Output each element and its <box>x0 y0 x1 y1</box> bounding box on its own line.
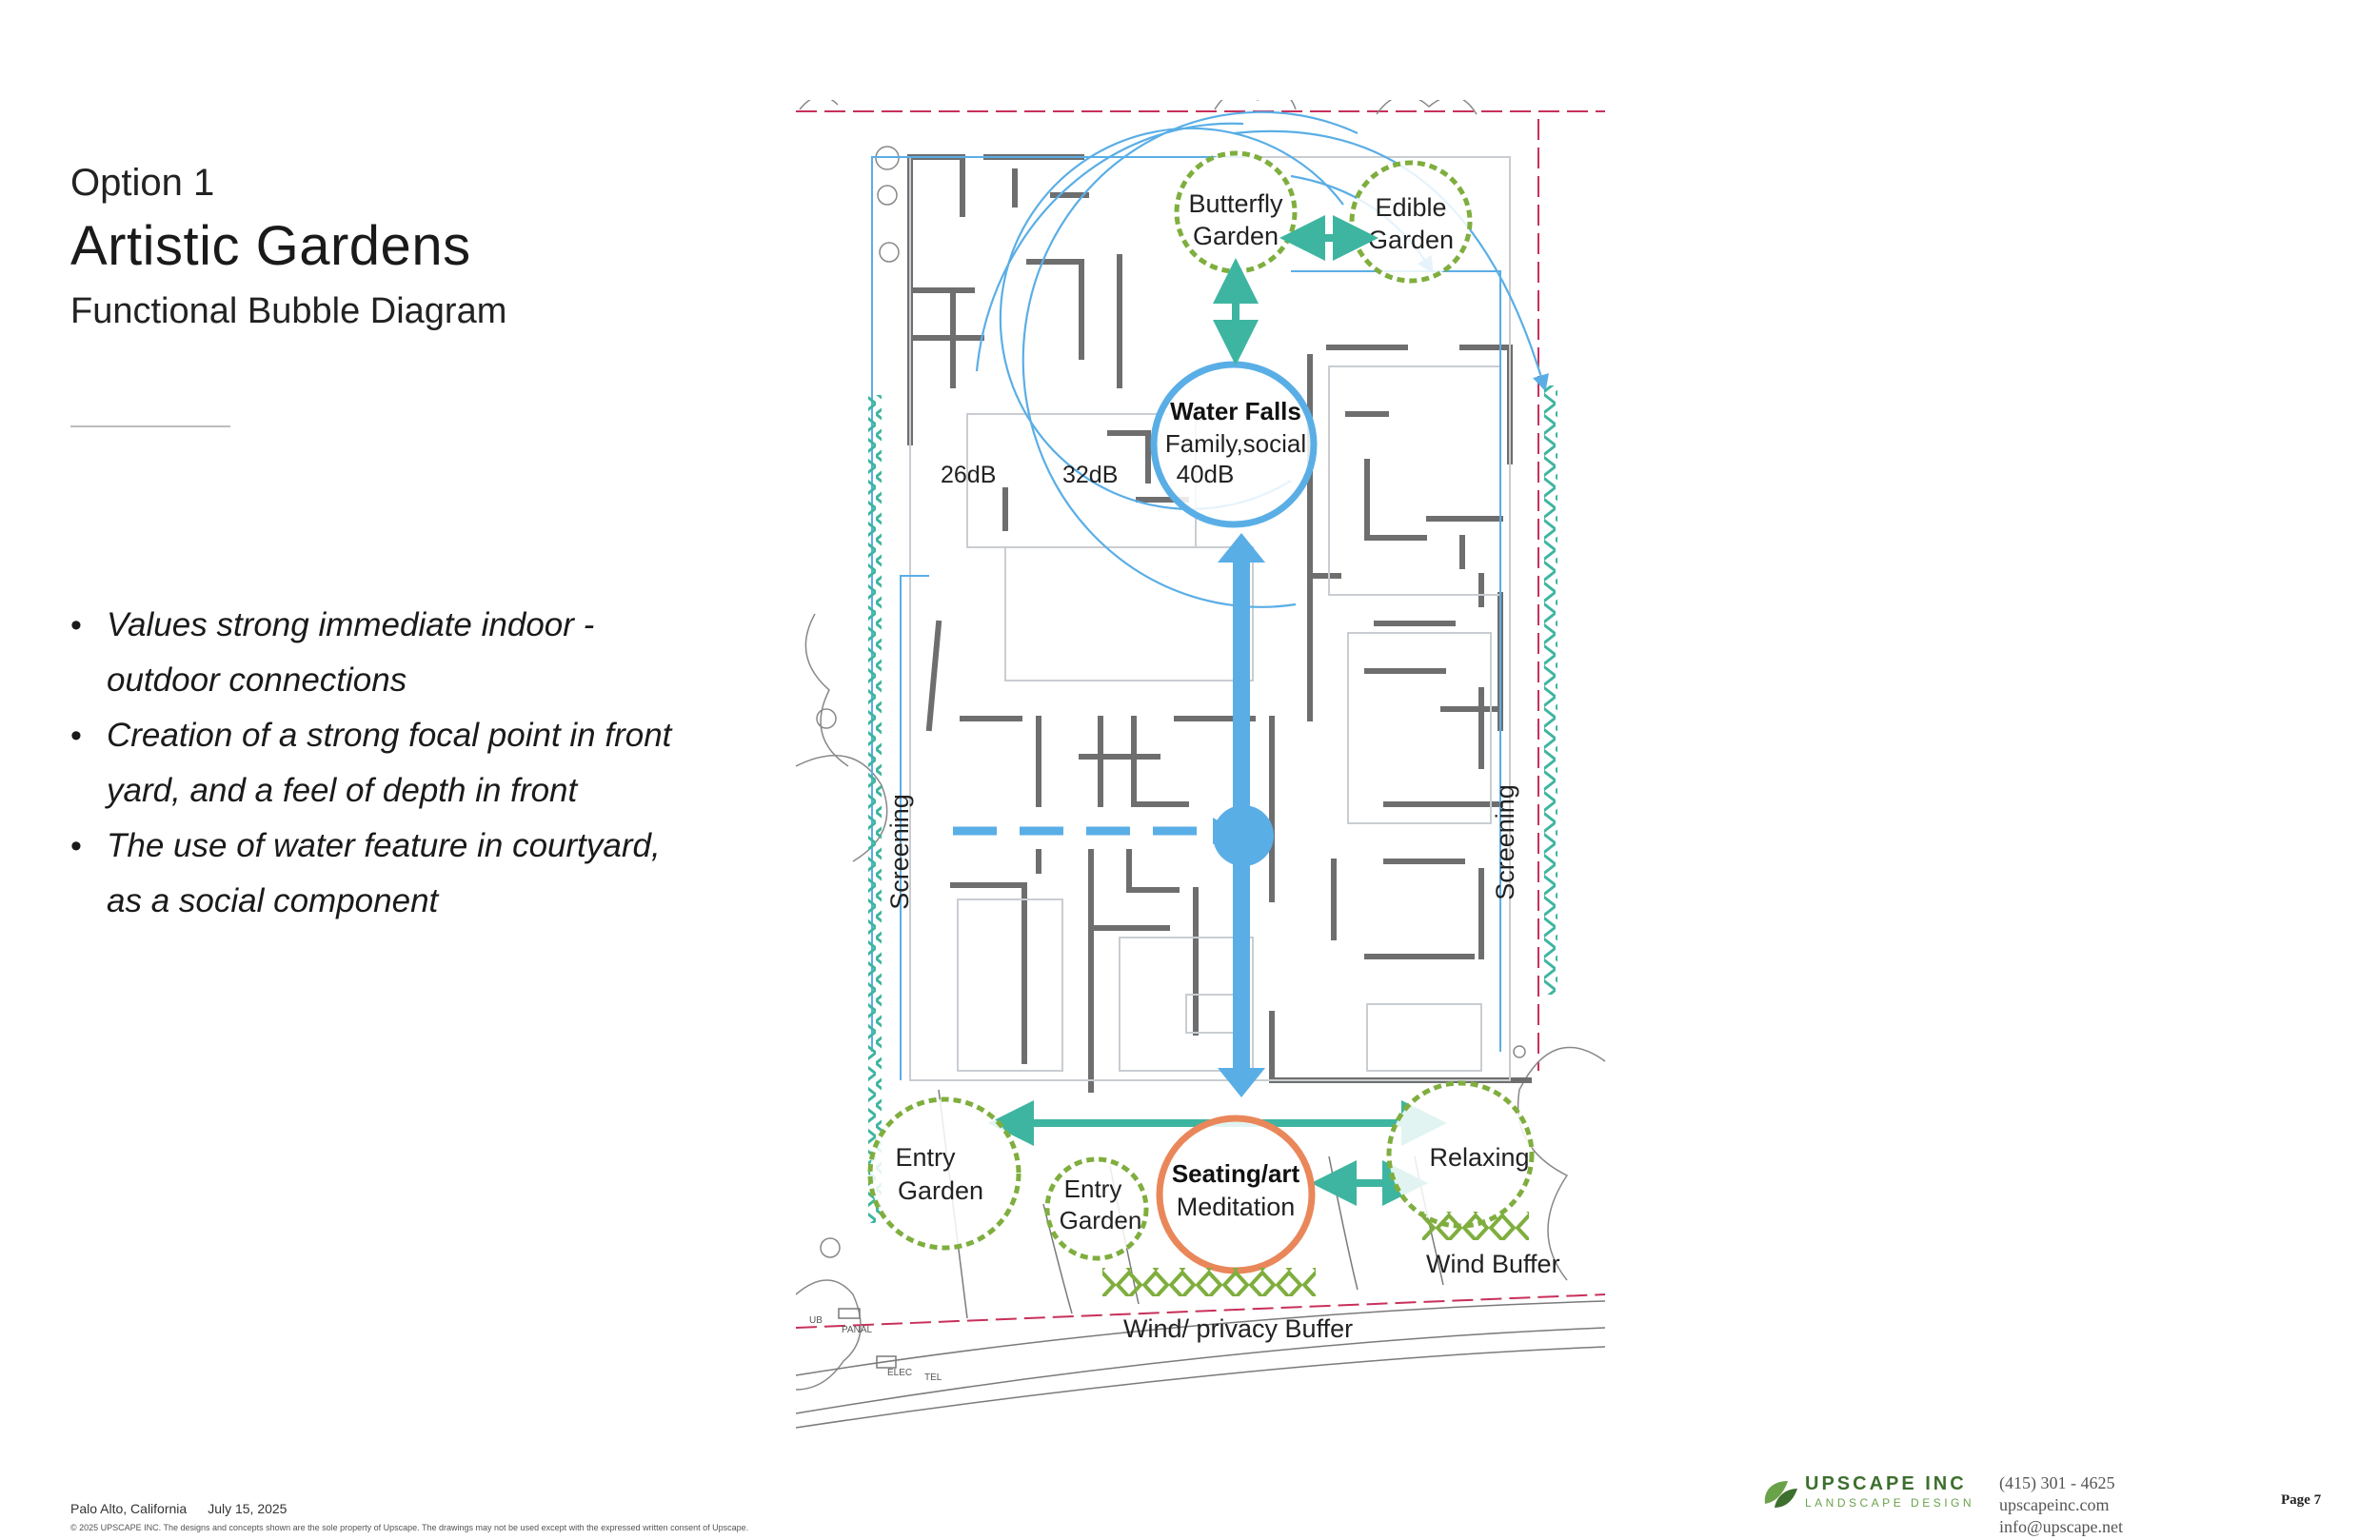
svg-text:Meditation: Meditation <box>1177 1193 1296 1221</box>
label-elec: ELEC <box>887 1368 912 1378</box>
screening-left-hatch <box>868 395 882 1223</box>
svg-text:Water Falls: Water Falls <box>1170 397 1301 425</box>
bullet-item: The use of water feature in courtyard, a… <box>70 819 680 929</box>
main-axis-arrow <box>1213 533 1274 1097</box>
site-plan-diagram: UB PANAL ELEC TEL Screening Screening 26… <box>796 100 1606 1429</box>
bullet-list: Values strong immediate indoor - outdoor… <box>70 598 680 929</box>
svg-text:Family,social: Family,social <box>1165 429 1306 458</box>
floor-plan-light <box>909 156 1511 1081</box>
noise-label-26db: 26dB <box>941 462 996 488</box>
edible-garden-bubble: Edible Garden <box>1349 160 1473 284</box>
wind-privacy-hedge <box>1102 1268 1316 1296</box>
svg-text:Garden: Garden <box>1193 222 1279 250</box>
wind-privacy-label: Wind/ privacy Buffer <box>1123 1314 1353 1343</box>
email-link[interactable]: info@upscape.net <box>1999 1517 2124 1536</box>
svg-text:Garden: Garden <box>1060 1206 1142 1234</box>
svg-text:Butterfly: Butterfly <box>1188 189 1283 218</box>
svg-text:Edible: Edible <box>1375 193 1446 222</box>
entry-garden-left-bubble: Entry Garden <box>867 1096 1021 1251</box>
label-panal: PANAL <box>842 1325 872 1335</box>
title-block: Option 1 Artistic Gardens Functional Bub… <box>70 162 661 332</box>
screening-right-label: Screening <box>1491 784 1519 900</box>
entry-garden-mid-bubble: Entry Garden <box>1044 1156 1149 1261</box>
svg-text:Seating/art: Seating/art <box>1172 1159 1300 1188</box>
label-tel: TEL <box>924 1372 942 1383</box>
site-labels: UB PANAL ELEC TEL <box>809 1315 942 1383</box>
svg-text:Entry: Entry <box>1064 1175 1122 1203</box>
company-name: UPSCAPE INC <box>1805 1473 1967 1494</box>
option-label: Option 1 <box>70 162 215 204</box>
floor-plan <box>907 154 1532 1093</box>
svg-text:Entry: Entry <box>895 1143 956 1172</box>
butterfly-garden-bubble: Butterfly Garden <box>1174 150 1298 274</box>
wind-buffer-hedge <box>1422 1212 1529 1240</box>
wind-buffer-label: Wind Buffer <box>1426 1250 1560 1278</box>
company-tagline: LANDSCAPE DESIGN <box>1805 1496 1975 1510</box>
page-number: Page 7 <box>2281 1492 2322 1508</box>
company-logo: UPSCAPE INC LANDSCAPE DESIGN <box>1759 1473 1988 1515</box>
page-title: Artistic Gardens <box>70 215 471 277</box>
noise-label-32db: 32dB <box>1062 462 1118 488</box>
relaxing-bubble: Relaxing <box>1386 1080 1535 1229</box>
dashed-arrow <box>953 818 1236 844</box>
page-subtitle: Functional Bubble Diagram <box>70 291 507 331</box>
svg-text:Relaxing: Relaxing <box>1429 1143 1529 1172</box>
web-link[interactable]: upscapeinc.com <box>1999 1495 2110 1514</box>
bullet-item: Creation of a strong focal point in fron… <box>70 708 680 819</box>
screening-right-hatch <box>1544 385 1557 995</box>
contact-block: (415) 301 - 4625 upscapeinc.com info@ups… <box>1999 1472 2123 1538</box>
circulation-outline <box>871 156 1501 1080</box>
location-text: Palo Alto, California <box>70 1501 188 1516</box>
property-line <box>796 110 1606 1329</box>
water-falls-bubble: Water Falls Family,social 40dB <box>1150 361 1318 528</box>
leaf-icon <box>1764 1481 1797 1508</box>
label-ub: UB <box>809 1315 823 1326</box>
divider <box>70 425 230 427</box>
bullet-item: Values strong immediate indoor - outdoor… <box>70 598 680 708</box>
svg-text:Garden: Garden <box>1368 226 1454 254</box>
copyright-text: © 2025 UPSCAPE INC. The designs and conc… <box>70 1523 749 1532</box>
date-text: July 15, 2025 <box>208 1501 288 1516</box>
svg-text:Garden: Garden <box>898 1176 983 1205</box>
svg-text:40dB: 40dB <box>1177 460 1235 488</box>
seating-art-bubble: Seating/art Meditation <box>1156 1115 1316 1274</box>
phone-text: (415) 301 - 4625 <box>1999 1473 2115 1492</box>
screening-left-label: Screening <box>885 794 914 910</box>
footer-location: Palo Alto, California July 15, 2025 <box>70 1501 287 1516</box>
